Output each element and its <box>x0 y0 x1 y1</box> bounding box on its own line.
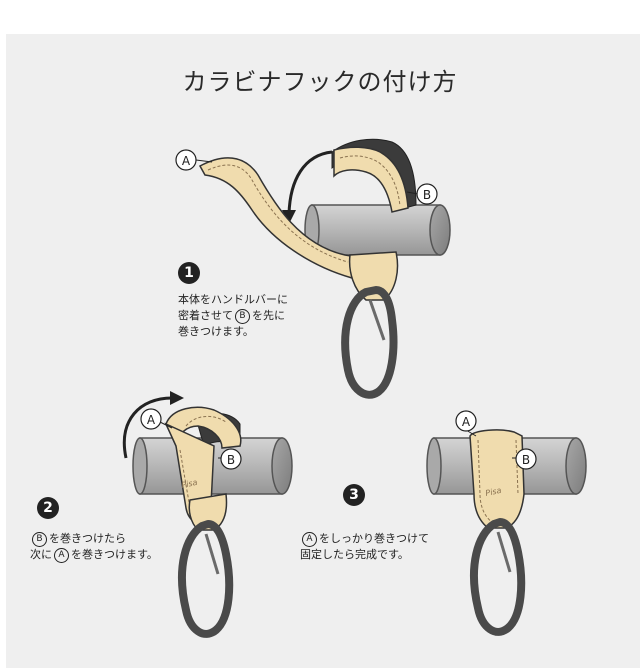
step1-line1: 本体をハンドルバーに <box>178 293 288 306</box>
step3-brand-mark: Pisa <box>485 486 503 498</box>
step1-rotation-arrow <box>287 150 333 215</box>
step3-strap: Pisa <box>469 429 525 529</box>
step1-carabiner <box>341 286 398 399</box>
step1-number-badge: 1 <box>178 262 200 284</box>
step1-inline-label-b: B <box>235 309 250 324</box>
step1-line3: 巻きつけます。 <box>178 325 254 338</box>
step2-inline-label-a: A <box>54 548 69 563</box>
step2-brand-mark: Pisa <box>181 478 199 490</box>
step3-label-a: A <box>462 415 471 429</box>
step3-illustration: Pisa A B <box>426 410 587 636</box>
step2-label-b: B <box>227 453 235 467</box>
step3-carabiner <box>470 518 526 636</box>
step3-number-badge: 3 <box>343 484 365 506</box>
step1-illustration: A B <box>175 138 451 399</box>
step2-carabiner <box>178 520 234 638</box>
step1-handlebar <box>304 204 451 256</box>
step3-label-b: B <box>522 453 530 467</box>
step3-inline-label-a: A <box>302 532 317 547</box>
step2-inline-label-b: B <box>32 532 47 547</box>
step2-label-a: A <box>147 413 156 427</box>
step2-number-badge: 2 <box>37 497 59 519</box>
step1-label-a: A <box>182 154 191 168</box>
step1-strap-b <box>331 138 417 213</box>
step1-label-b: B <box>423 188 431 202</box>
page-title: カラビナフックの付け方 <box>182 68 458 96</box>
step3-line2: 固定したら完成です。 <box>300 548 409 561</box>
step2-illustration: Pisa A B <box>122 391 293 638</box>
step2-rotation-arrow <box>122 396 173 459</box>
background-panel <box>6 34 640 668</box>
